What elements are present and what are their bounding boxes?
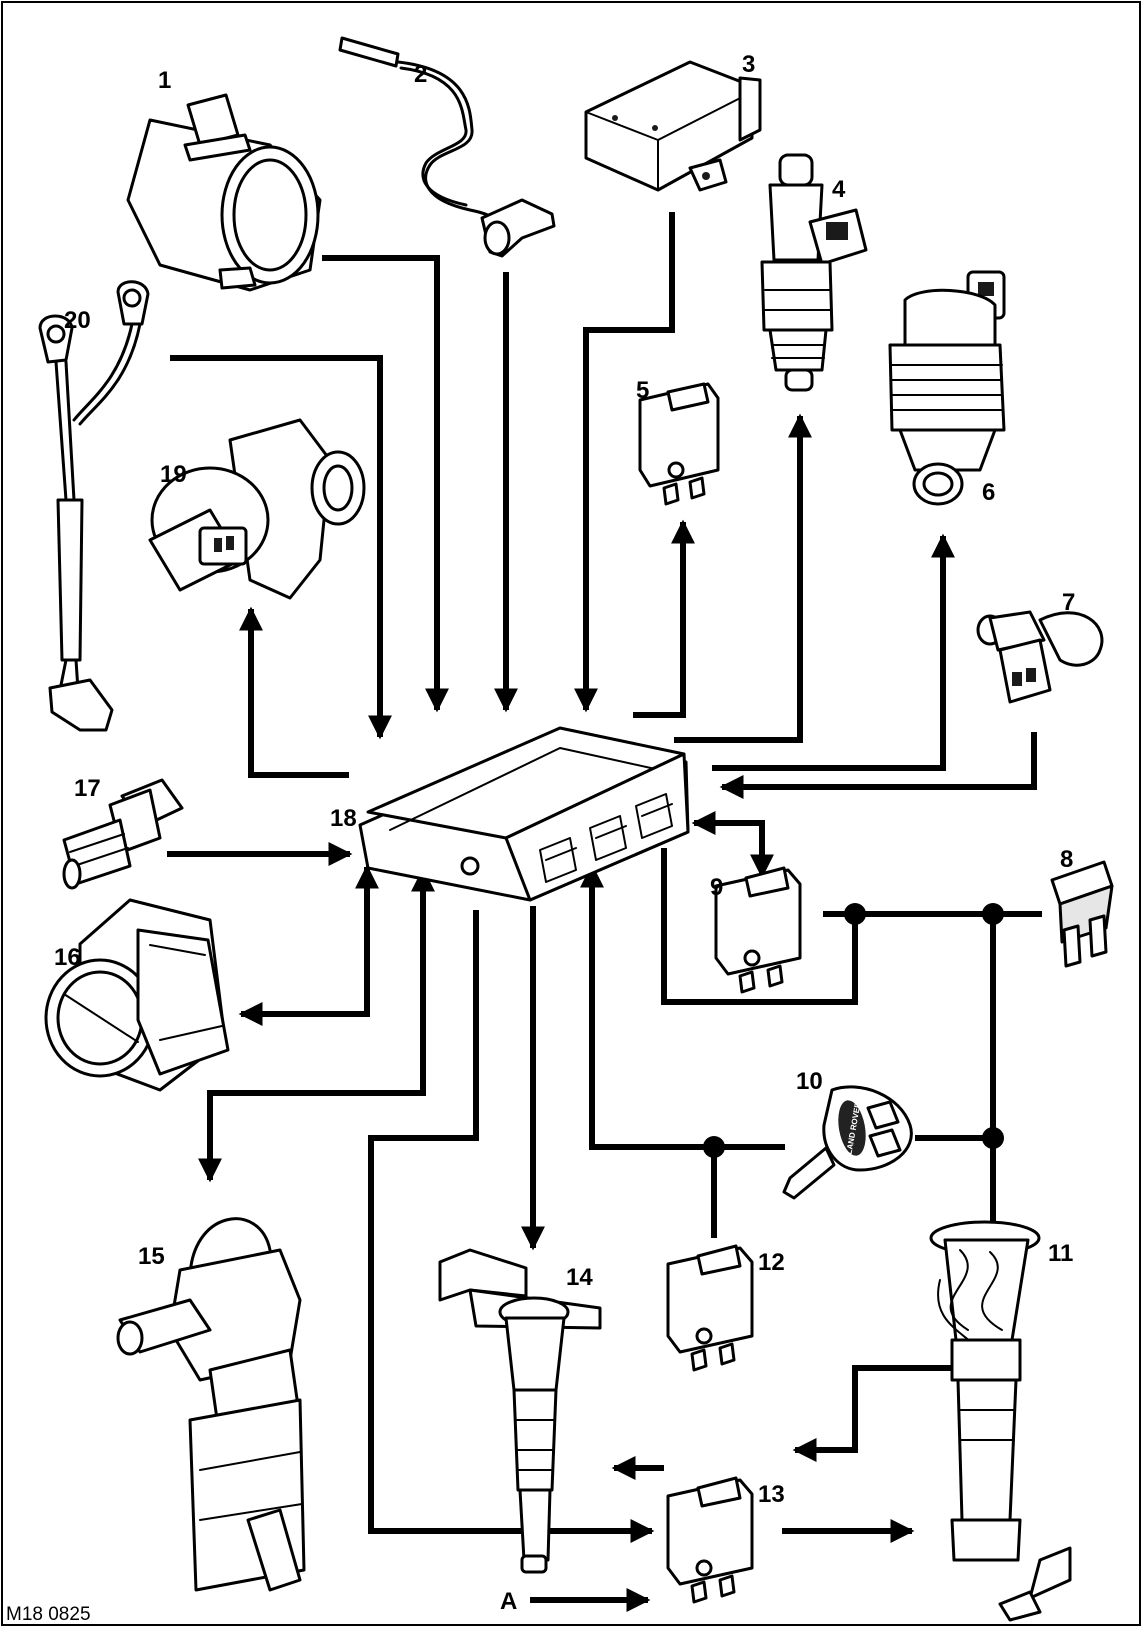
callout-20: 20 xyxy=(64,307,91,334)
wire-thermostat-19 xyxy=(251,609,349,775)
component-9-relay xyxy=(716,868,800,992)
component-8-fuse xyxy=(1052,862,1112,966)
callout-3: 3 xyxy=(742,51,755,78)
component-15-coolant-valve xyxy=(118,1219,304,1590)
component-14-ignition-coil xyxy=(440,1250,600,1572)
callout-9: 9 xyxy=(710,874,723,901)
callout-17: 17 xyxy=(74,775,101,802)
component-12-relay xyxy=(668,1246,752,1370)
callout-10: 10 xyxy=(796,1068,823,1095)
callout-14: 14 xyxy=(566,1264,593,1291)
wire-throttle-16 xyxy=(241,867,367,1014)
callout-6: 6 xyxy=(982,479,995,506)
wire-ignition-6 xyxy=(712,536,943,768)
component-3-control-module xyxy=(586,62,760,190)
component-20-knock-sensor xyxy=(40,282,148,730)
component-16-throttle-body xyxy=(46,900,228,1090)
figure-code: M18 0825 xyxy=(6,1604,91,1625)
callout-13: 13 xyxy=(758,1481,785,1508)
callout-5: 5 xyxy=(636,377,649,404)
junction-dot xyxy=(982,1127,1004,1149)
callout-18: 18 xyxy=(330,805,357,832)
component-1-mass-air-flow-sensor xyxy=(128,95,320,290)
wire-relay-9 xyxy=(694,823,762,876)
arrow-key-label: A xyxy=(500,1588,517,1615)
callout-2: 2 xyxy=(414,61,427,88)
callout-12: 12 xyxy=(758,1249,785,1276)
component-2-oxygen-sensor xyxy=(340,38,554,256)
component-7-sensor xyxy=(978,612,1102,702)
component-11-fuel-pump xyxy=(931,1222,1070,1620)
component-13-relay xyxy=(668,1478,752,1602)
wire-relay-13 xyxy=(371,910,652,1531)
component-18-ecu xyxy=(360,728,688,900)
junction-dot xyxy=(982,903,1004,925)
callout-7: 7 xyxy=(1062,589,1075,616)
wire-coolant-valve-15 xyxy=(210,870,423,1180)
wire-relay-5 xyxy=(633,522,683,715)
callout-8: 8 xyxy=(1060,846,1073,873)
callout-1: 1 xyxy=(158,67,171,94)
component-10-key: LAND ROVER xyxy=(784,1087,911,1198)
component-5-relay xyxy=(640,384,718,504)
callout-15: 15 xyxy=(138,1243,165,1270)
callout-4: 4 xyxy=(832,176,846,203)
component-19-thermostat xyxy=(150,420,364,598)
callout-11: 11 xyxy=(1048,1240,1073,1267)
callout-16: 16 xyxy=(54,944,81,971)
callout-19: 19 xyxy=(160,461,187,488)
junction-dot xyxy=(703,1136,725,1158)
component-6-ignition-unit xyxy=(890,272,1004,504)
component-4-fuel-injector xyxy=(762,155,866,390)
junction-dot xyxy=(844,903,866,925)
